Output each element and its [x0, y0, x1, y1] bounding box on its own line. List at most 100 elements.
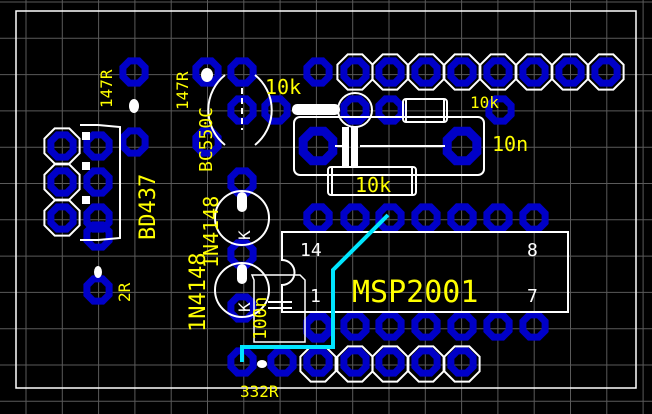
header-pin-outline [515, 53, 553, 91]
header-pin-outline [407, 345, 445, 383]
pad [340, 95, 370, 125]
label-147r-1: 147R [97, 69, 116, 108]
resistor-10k-mid-outline [327, 166, 417, 196]
pad [375, 203, 405, 233]
header-pin-outline [551, 53, 589, 91]
silkscreen [43, 53, 625, 383]
pad [83, 131, 113, 161]
resistor-10k-top-outline [402, 98, 448, 123]
pad [375, 311, 405, 341]
label-2r: 2R [115, 282, 134, 302]
pad [227, 347, 257, 377]
pad [227, 293, 257, 323]
ic-pin7-label: 7 [527, 286, 538, 307]
pad [591, 57, 621, 87]
label-bc550c: BC550C [196, 107, 217, 172]
pad [303, 203, 333, 233]
pad [447, 311, 477, 341]
diode-1-cathode-mark: K [235, 230, 254, 240]
pad [447, 203, 477, 233]
pad [261, 95, 291, 125]
pad [519, 311, 549, 341]
pad [119, 57, 149, 87]
label-10k-c: 10k [355, 173, 391, 197]
pad [447, 347, 477, 377]
pad [83, 275, 113, 305]
board-outline [15, 10, 637, 389]
pad [375, 57, 405, 87]
label-100n: 100n [250, 297, 271, 340]
label-332r: 332R [240, 382, 279, 401]
pad [340, 57, 370, 87]
pad [483, 311, 513, 341]
header-left [43, 127, 81, 237]
pad [411, 57, 441, 87]
pad [119, 127, 149, 157]
pad [47, 203, 77, 233]
pad [485, 95, 515, 125]
label-10n: 10n [492, 132, 528, 156]
ic-pin14-label: 14 [300, 240, 322, 261]
header-pin-outline [587, 53, 625, 91]
pad [375, 95, 405, 125]
cap-100n-outline [250, 274, 306, 343]
label-1n4148-2: 1N4148 [186, 253, 211, 332]
pad [555, 57, 585, 87]
header-bottom [299, 345, 481, 383]
pad [303, 347, 333, 377]
label-10k-a: 10k [265, 75, 301, 99]
pads [47, 57, 621, 377]
header-pin-outline [479, 53, 517, 91]
bc550c-outline [207, 74, 273, 146]
pad [227, 57, 257, 87]
pad [340, 311, 370, 341]
pad [303, 311, 333, 341]
pad [340, 347, 370, 377]
header-pin-outline [336, 345, 374, 383]
header-pin-outline [299, 345, 337, 383]
label-1n4148-1: 1N4148 [199, 196, 223, 268]
pad [267, 347, 297, 377]
cap-10n-outline [293, 116, 485, 176]
header-pin-outline [43, 199, 81, 237]
copper-trace[interactable] [240, 213, 390, 362]
diode-1-outline [214, 190, 270, 246]
pad [447, 57, 477, 87]
pad [519, 203, 549, 233]
ic-pin1-label: 1 [310, 286, 321, 307]
diode-2-cathode-mark: K [235, 302, 254, 312]
header-pin-outline [407, 53, 445, 91]
pad [411, 347, 441, 377]
header-pin-outline [371, 53, 409, 91]
pad [411, 311, 441, 341]
pad [442, 126, 482, 166]
pad [47, 131, 77, 161]
pad [483, 57, 513, 87]
header-pin-outline [443, 53, 481, 91]
label-10k-b: 10k [470, 93, 499, 112]
pad [83, 167, 113, 197]
silk-marks [82, 68, 340, 368]
pad [340, 203, 370, 233]
ic-pin8-label: 8 [527, 240, 538, 261]
label-bd437: BD437 [136, 174, 161, 240]
label-ic-msp2001: MSP2001 [352, 275, 478, 310]
pad [519, 57, 549, 87]
label-147r-2: 147R [173, 71, 192, 110]
diode-2-outline [214, 262, 270, 318]
bd437-outline [80, 124, 121, 241]
pad [47, 167, 77, 197]
pad [483, 203, 513, 233]
header-pin-outline [336, 53, 374, 91]
header-pin-outline [443, 345, 481, 383]
ic-outline [281, 231, 569, 313]
pad [411, 203, 441, 233]
pad [227, 95, 257, 125]
pad [303, 57, 333, 87]
header-top [336, 53, 625, 91]
pad [298, 126, 338, 166]
pad [192, 57, 222, 87]
header-pin-outline [371, 345, 409, 383]
pad [83, 203, 113, 233]
